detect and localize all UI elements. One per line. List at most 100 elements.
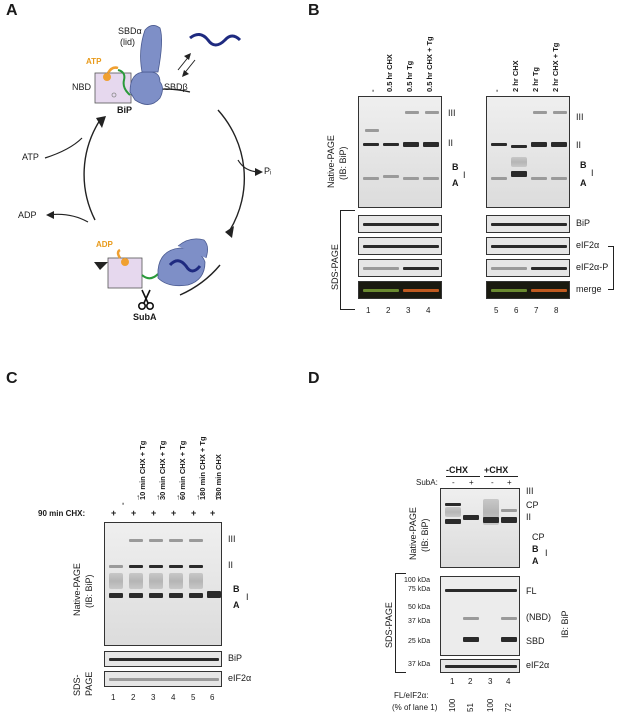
- band-native-d-CP1: CP: [526, 500, 539, 510]
- lane-label-b5: -: [492, 89, 501, 93]
- strip-label-bip-c: BiP: [228, 653, 243, 663]
- band-native-d-B: B: [532, 544, 539, 554]
- scissors-icon: [138, 289, 155, 311]
- arrow-c2: →: [132, 493, 142, 502]
- lane-num-b3: 3: [406, 306, 411, 315]
- strip-label-eif2a-b: eIF2α: [576, 240, 600, 250]
- strip-bip-b-left: [358, 215, 442, 233]
- lane-label-c5: 180 min CHX + Tg: [198, 436, 207, 500]
- native-sub-b: (IB: BiP): [338, 146, 348, 180]
- sbd-beta-label: SBDβ: [164, 82, 188, 92]
- native-sub-d: (IB: BiP): [420, 518, 430, 552]
- strip-merge-b-right: [486, 281, 570, 299]
- lane-num-c6: 6: [210, 693, 215, 702]
- band-sds-d-NBD: (NBD): [526, 612, 551, 622]
- band-native-d-A: A: [532, 556, 539, 566]
- lane-num-b5: 5: [494, 306, 499, 315]
- lane-label-b3: 0.5 hr Tg: [405, 60, 414, 92]
- sds-label-d: SDS-PAGE: [384, 602, 394, 648]
- band-I-b-left: I: [463, 170, 466, 180]
- strip-label-merge-b: merge: [576, 284, 602, 294]
- strip-eif2a-b-left: [358, 237, 442, 255]
- lane-label-c3: 30 min CHX + Tg: [158, 440, 167, 500]
- marker-50-d: 50 kDa: [408, 604, 431, 611]
- lane-num-b8: 8: [554, 306, 559, 315]
- sds-label-c2: PAGE: [84, 671, 94, 696]
- suba-label: SubA: [133, 312, 157, 322]
- marker-37b-d: 37 kDa: [408, 661, 431, 668]
- band-II-b-left: II: [448, 138, 454, 148]
- linker-top: [117, 69, 131, 96]
- band-B-c: B: [233, 584, 240, 594]
- ratio-d1: 100: [448, 698, 457, 712]
- arrow-c6: →: [210, 493, 220, 502]
- panel-letter-b: B: [308, 2, 320, 19]
- band-B-b-left: B: [452, 162, 459, 172]
- cycle-arc-right: [217, 109, 246, 231]
- lane-num-b2: 2: [386, 306, 391, 315]
- band-II-c: II: [228, 560, 234, 570]
- lane-num-c4: 4: [171, 693, 176, 702]
- suba-mark-d1: -: [452, 478, 455, 487]
- marker-100-d: 100 kDa: [404, 577, 431, 584]
- sbd-alpha-label: SBDα: [118, 26, 142, 36]
- sbd-alpha-lid-top: [140, 25, 162, 73]
- chx-label-c: 90 min CHX:: [38, 509, 86, 518]
- adp-molecule: [121, 258, 129, 266]
- native-label-b: Native-PAGE: [326, 135, 336, 188]
- strip-eif2ap-b-left: [358, 259, 442, 277]
- chx-mark-c5: +: [191, 508, 197, 518]
- chx-mark-c1: +: [111, 508, 117, 518]
- band-native-d-III: III: [526, 486, 534, 496]
- sds-label-b: SDS-PAGE: [330, 244, 340, 290]
- lane-num-c5: 5: [191, 693, 196, 702]
- suba-mark-d4: +: [507, 478, 512, 487]
- band-A-b-right: A: [580, 178, 587, 188]
- bip-cycle-diagram: [44, 25, 263, 311]
- ratio-d3: 100: [486, 698, 495, 712]
- lane-num-b1: 1: [366, 306, 371, 315]
- band-III-b-left: III: [448, 108, 456, 118]
- band-III-c: III: [228, 534, 236, 544]
- band-III-b-right: III: [576, 112, 584, 122]
- band-I-c: I: [246, 592, 249, 602]
- panel-letter-d: D: [308, 370, 320, 387]
- band-sds-d-eif2a: eIF2α: [526, 660, 550, 670]
- panel-letter-c: C: [6, 370, 18, 387]
- marker-37-d: 37 kDa: [408, 618, 431, 625]
- band-II-b-right: II: [576, 140, 582, 150]
- lane-num-c1: 1: [111, 693, 116, 702]
- lane-num-d4: 4: [506, 677, 511, 686]
- lane-label-b6: 2 hr CHX: [511, 60, 520, 92]
- lane-num-b6: 6: [514, 306, 519, 315]
- native-gel-c: [104, 522, 222, 646]
- band-native-d-I: I: [545, 548, 548, 558]
- atp-top-label: ATP: [86, 57, 102, 66]
- lane-label-b1: -: [368, 89, 377, 93]
- peptide-substrate: [189, 33, 242, 47]
- strip-bip-c: [104, 651, 222, 667]
- plus-chx-header: +CHX: [484, 465, 509, 475]
- native-gel-d: [440, 488, 520, 568]
- band-A-c: A: [233, 600, 240, 610]
- linker-bottom: [141, 273, 159, 280]
- lane-label-b7: 2 hr Tg: [531, 66, 540, 92]
- suba-mark-d2: +: [469, 478, 474, 487]
- ib-label-d: IB: BiP: [560, 610, 570, 638]
- strip-eif2a-b-right: [486, 237, 570, 255]
- ratio-d4: 72: [504, 703, 513, 712]
- lane-num-b7: 7: [534, 306, 539, 315]
- native-gel-b-right: [486, 96, 570, 208]
- band-native-d-CP2: CP: [532, 532, 545, 542]
- sds-label-c: SDS-: [72, 674, 82, 696]
- lane-num-d3: 3: [488, 677, 493, 686]
- chx-mark-c2: +: [131, 508, 137, 518]
- lane-num-d2: 2: [468, 677, 473, 686]
- lane-num-c2: 2: [131, 693, 136, 702]
- atp-molecule-top: [103, 73, 111, 81]
- strip-bip-b-right: [486, 215, 570, 233]
- native-sub-c: (IB: BiP): [84, 574, 94, 608]
- marker-75-d: 75 kDa: [408, 586, 431, 593]
- panel-letter-a: A: [6, 2, 18, 19]
- suba-mark-d3: -: [491, 478, 494, 487]
